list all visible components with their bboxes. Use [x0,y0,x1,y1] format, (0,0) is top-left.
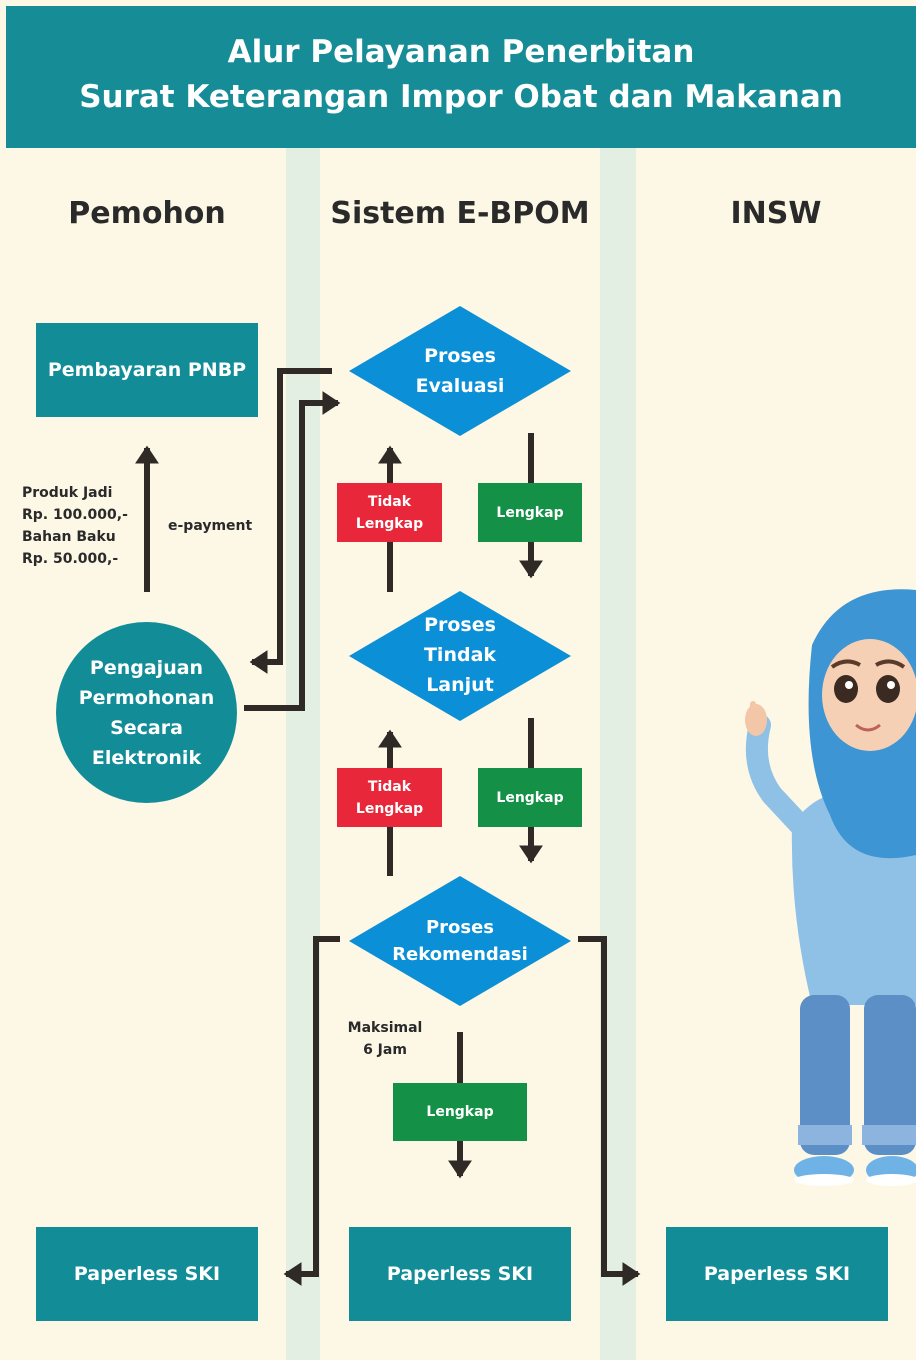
tag-tidak-lengkap-2: Tidak Lengkap [337,768,442,827]
tag-tidak-lengkap-1: Tidak Lengkap [337,483,442,542]
diamond-evaluasi-line-1: Proses [424,345,496,367]
diamond-tindak-line-2: Tindak [423,644,497,666]
note-fee-line-4: Rp. 50.000,- [22,551,119,567]
note-fee-line-2: Rp. 100.000,- [22,507,128,523]
circle-line-1: Pengajuan [89,656,204,679]
box-pembayaran-pnbp: Pembayaran PNBP [36,323,258,417]
lane-title-pemohon: Pemohon [68,196,226,231]
header-title-line1: Alur Pelayanan Penerbitan [227,34,695,70]
diamond-rekomendasi-line-2: Rekomendasi [392,944,528,965]
arrow-rekom-to-pemohon [283,936,340,1286]
lane-title-ebpom: Sistem E-BPOM [330,196,590,231]
note-fee: Produk Jadi Rp. 100.000,- Bahan Baku Rp.… [22,482,128,570]
diamond-tindak-line-1: Proses [424,614,496,636]
circle-line-2: Permohonan [78,686,215,709]
note-maksimal-line-2: 6 Jam [363,1042,407,1058]
arrow-evaluasi-to-circle [249,368,332,674]
diamond-tindak-label: Proses Tindak Lanjut [380,610,540,700]
hijab-girl-illustration [745,589,916,1186]
diamond-tindak-line-3: Lanjut [426,674,494,696]
note-maksimal-line-1: Maksimal [347,1020,423,1036]
circle-line-4: Elektronik [91,746,202,769]
diamond-rekomendasi-line-1: Proses [425,917,495,938]
note-epayment: e-payment [168,518,253,534]
tag-lengkap-3-text: Lengkap [426,1104,494,1120]
box-paperless-ski-insw: Paperless SKI [666,1227,888,1321]
circle-line-3: Secara [110,716,183,739]
note-maksimal: Maksimal 6 Jam [330,1017,440,1061]
tag-tidak-lengkap-2-line-2: Lengkap [355,800,424,817]
arrow-rekom-to-insw [578,936,641,1286]
tag-lengkap-2: Lengkap [478,768,582,827]
tag-tidak-lengkap-1-line-1: Tidak [367,493,412,510]
header-title-line2: Surat Keterangan Impor Obat dan Makanan [79,79,843,115]
tag-lengkap-2-text: Lengkap [496,789,564,806]
header-banner: Alur Pelayanan Penerbitan Surat Keterang… [6,6,916,148]
box-paperless-ski-ebpom: Paperless SKI [349,1227,571,1321]
diamond-evaluasi-line-2: Evaluasi [415,375,505,397]
tag-lengkap-1-text: Lengkap [496,504,564,521]
diamond-rekomendasi-label: Proses Rekomendasi [370,914,550,968]
tag-tidak-lengkap-1-line-2: Lengkap [355,515,424,532]
tag-lengkap-3: Lengkap [393,1083,527,1141]
note-fee-line-1: Produk Jadi [22,485,113,501]
diamond-evaluasi [349,306,571,436]
circle-pengajuan-permohonan: Pengajuan Permohonan Secara Elektronik [56,622,237,803]
diamond-evaluasi-label: Proses Evaluasi [380,341,540,401]
diamond-rekomendasi [349,876,571,1006]
tag-tidak-lengkap-2-line-1: Tidak [367,778,412,795]
note-fee-line-3: Bahan Baku [22,529,116,545]
diamond-tindak [349,591,571,721]
lane-title-insw: INSW [730,196,822,231]
box-paperless-ski-pemohon: Paperless SKI [36,1227,258,1321]
tag-lengkap-1: Lengkap [478,483,582,542]
arrow-circle-to-evaluasi [244,391,341,711]
